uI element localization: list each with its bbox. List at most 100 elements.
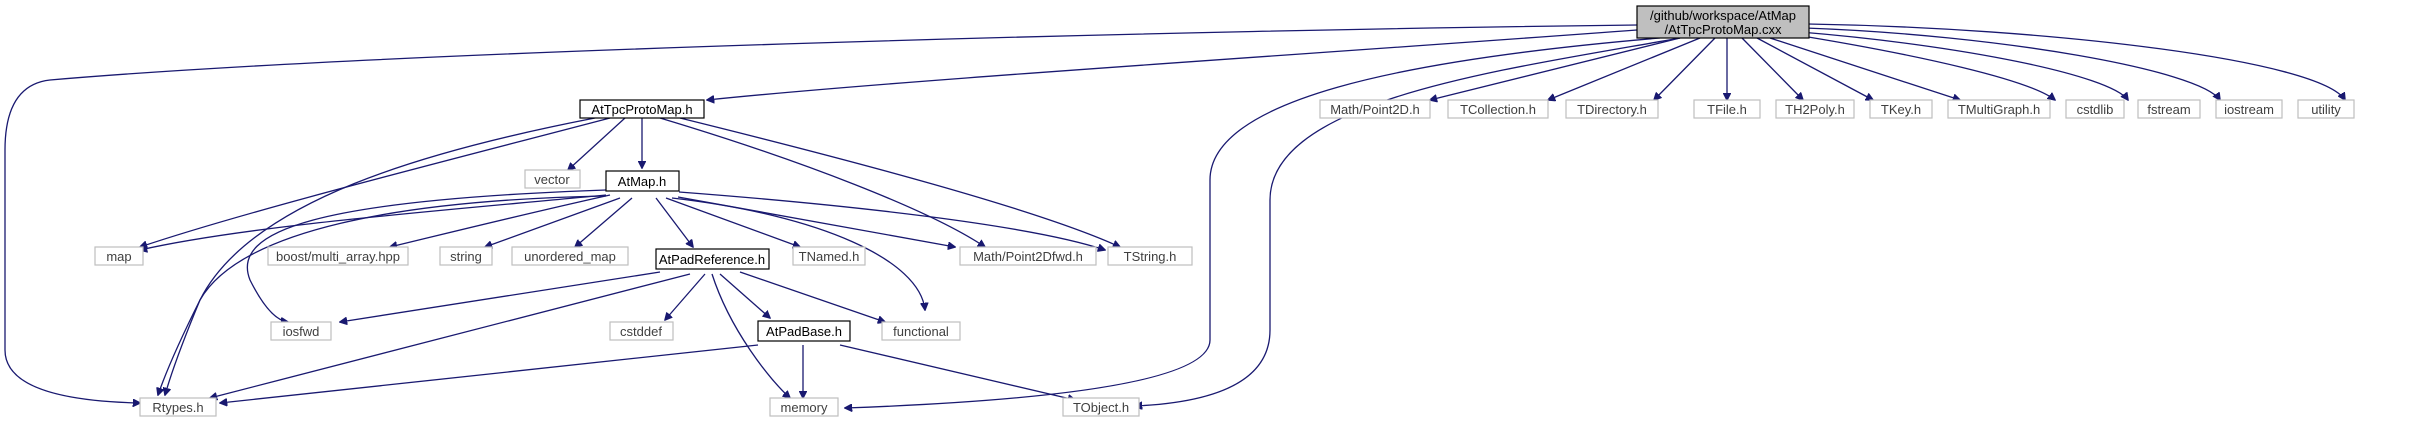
- label-tcollection-h: TCollection.h: [1460, 102, 1536, 117]
- edge-attpcprotomap-to-point2dfwd: [659, 117, 985, 247]
- edge-atpadbase-to-rtypes: [220, 344, 759, 403]
- node-fstream: fstream: [2137, 99, 2201, 119]
- node-atpadreference-h[interactable]: AtPadReference.h: [655, 248, 770, 270]
- edge-attpcprotomap-to-map: [140, 117, 611, 247]
- node-tfile-h: TFile.h: [1693, 99, 1761, 119]
- label-tobject-h: TObject.h: [1073, 400, 1129, 415]
- node-cstdlib: cstdlib: [2065, 99, 2125, 119]
- edge-root-to-cstdlib: [1789, 33, 2055, 100]
- label-memory: memory: [781, 400, 828, 415]
- node-tkey-h: TKey.h: [1869, 99, 1933, 119]
- edge-root-to-tmultigraph: [1769, 37, 1960, 100]
- label-iosfwd: iosfwd: [283, 324, 320, 339]
- node-attpcprotomap-h[interactable]: AtTpcProtoMap.h: [579, 99, 705, 119]
- node-math-point2dfwd-h: Math/Point2Dfwd.h: [959, 246, 1097, 266]
- node-rtypes-h: Rtypes.h: [139, 397, 217, 417]
- node-math-point2d-h: Math/Point2D.h: [1319, 99, 1431, 119]
- edge-root-to-memory: [845, 37, 1661, 408]
- label-tnamed-h: TNamed.h: [799, 249, 860, 264]
- edge-root-to-tdirectory: [1654, 37, 1716, 100]
- edge-root-to-utility: [1807, 23, 2345, 100]
- node-tmultigraph-h: TMultiGraph.h: [1947, 99, 2051, 119]
- label-tfile-h: TFile.h: [1707, 102, 1747, 117]
- edge-root-to-attpcprotomap: [707, 29, 1638, 100]
- label-atpadreference-h: AtPadReference.h: [659, 252, 765, 267]
- label-iostream: iostream: [2224, 102, 2274, 117]
- node-iostream: iostream: [2215, 99, 2283, 119]
- node-tobject-h: TObject.h: [1062, 397, 1140, 417]
- edge-root-to-tkey: [1756, 37, 1873, 100]
- label-map: map: [106, 249, 131, 264]
- node-unordered-map: unordered_map: [511, 246, 629, 266]
- node-root-line1: /github/workspace/AtMap: [1650, 8, 1796, 23]
- node-vector: vector: [524, 169, 581, 189]
- edge-atpadbase-to-tobject: [839, 344, 1075, 400]
- node-atmap-h[interactable]: AtMap.h: [605, 170, 680, 192]
- edge-attpcprotomap-to-tstring: [679, 117, 1120, 247]
- label-vector: vector: [534, 172, 570, 187]
- label-attpcprotomap-h: AtTpcProtoMap.h: [591, 102, 692, 117]
- label-fstream: fstream: [2147, 102, 2190, 117]
- edge-root-to-iostream: [1804, 27, 2220, 100]
- node-functional: functional: [881, 321, 961, 341]
- label-tmultigraph-h: TMultiGraph.h: [1958, 102, 2040, 117]
- edge-atmap-to-map: [140, 194, 607, 250]
- label-math-point2d-h: Math/Point2D.h: [1330, 102, 1420, 117]
- edge-atmap-to-string: [485, 197, 621, 247]
- node-boost-multi-array: boost/multi_array.hpp: [267, 246, 409, 266]
- edge-root-to-tobject: [1135, 37, 1681, 406]
- node-iosfwd: iosfwd: [270, 321, 332, 341]
- label-atpadbase-h: AtPadBase.h: [766, 324, 842, 339]
- edge-atpadreference-to-memory: [711, 273, 790, 398]
- label-tkey-h: TKey.h: [1881, 102, 1921, 117]
- edge-root-to-fstream: [1799, 31, 2128, 100]
- edge-atmap-to-unordered-map: [575, 197, 633, 247]
- edge-atmap-to-iosfwd: [246, 189, 607, 322]
- node-map: map: [94, 246, 144, 266]
- label-functional: functional: [893, 324, 949, 339]
- edge-atmap-to-functional: [671, 197, 925, 310]
- label-th2poly-h: TH2Poly.h: [1785, 102, 1845, 117]
- node-root-line2: /AtTpcProtoMap.cxx: [1664, 22, 1782, 37]
- edge-atpadreference-to-cstddef: [665, 273, 706, 320]
- node-atpadbase-h[interactable]: AtPadBase.h: [757, 320, 851, 342]
- label-atmap-h: AtMap.h: [618, 174, 666, 189]
- edge-root-to-th2poly: [1741, 37, 1803, 100]
- node-tdirectory-h: TDirectory.h: [1565, 99, 1659, 119]
- nodes: /github/workspace/AtMap /AtTpcProtoMap.c…: [94, 5, 2355, 417]
- edge-atmap-to-boost: [390, 194, 611, 247]
- edge-atmap-to-rtypes: [158, 195, 607, 395]
- edge-atpadreference-to-atpadbase: [719, 273, 770, 318]
- label-boost-multi-array: boost/multi_array.hpp: [276, 249, 400, 264]
- node-th2poly-h: TH2Poly.h: [1775, 99, 1855, 119]
- label-tdirectory-h: TDirectory.h: [1577, 102, 1647, 117]
- node-cstddef: cstddef: [609, 321, 674, 341]
- node-tcollection-h: TCollection.h: [1447, 99, 1549, 119]
- edge-atpadreference-to-rtypes: [210, 273, 691, 398]
- node-utility: utility: [2297, 99, 2355, 119]
- edge-attpcprotomap-to-rtypes: [165, 117, 596, 395]
- edge-atmap-to-atpadreference: [655, 197, 693, 247]
- node-root-file[interactable]: /github/workspace/AtMap /AtTpcProtoMap.c…: [1636, 5, 1810, 39]
- label-tstring-h: TString.h: [1124, 249, 1177, 264]
- edge-atmap-to-tnamed: [665, 197, 800, 247]
- edge-atpadreference-to-iosfwd: [340, 271, 661, 322]
- node-tnamed-h: TNamed.h: [792, 246, 866, 266]
- label-rtypes-h: Rtypes.h: [152, 400, 203, 415]
- label-utility: utility: [2311, 102, 2341, 117]
- label-cstddef: cstddef: [620, 324, 662, 339]
- edge-attpcprotomap-to-vector: [568, 117, 626, 170]
- edge-atmap-to-tstring: [678, 191, 1105, 250]
- label-cstdlib: cstdlib: [2077, 102, 2114, 117]
- node-tstring-h: TString.h: [1107, 246, 1193, 266]
- edge-atpadreference-to-functional: [739, 271, 885, 322]
- label-string: string: [450, 249, 482, 264]
- edge-root-to-rtypes: [4, 24, 1638, 403]
- edge-root-to-tcollection: [1548, 37, 1701, 100]
- edges: [4, 23, 2345, 408]
- node-memory: memory: [769, 397, 839, 417]
- node-string: string: [439, 246, 493, 266]
- label-math-point2dfwd-h: Math/Point2Dfwd.h: [973, 249, 1083, 264]
- label-unordered-map: unordered_map: [524, 249, 616, 264]
